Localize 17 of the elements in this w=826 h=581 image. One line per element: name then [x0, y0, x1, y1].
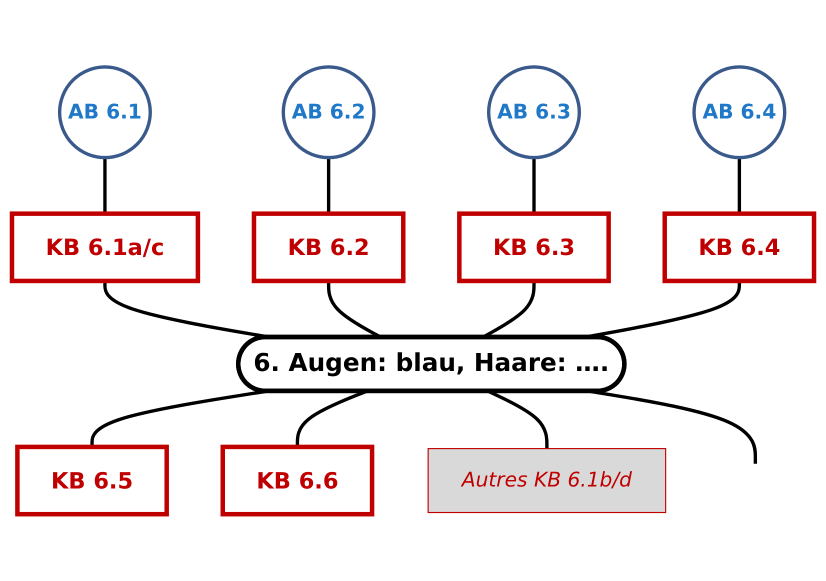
node-box [457, 211, 611, 284]
node-box [252, 211, 406, 284]
connector [590, 390, 758, 464]
node-circle [692, 65, 786, 160]
connector [103, 158, 107, 214]
node-box [662, 211, 816, 284]
connector [326, 158, 330, 214]
node-circle [282, 65, 376, 160]
connector [532, 158, 536, 214]
node-box [15, 444, 169, 516]
node-box [428, 448, 666, 513]
node-box [220, 444, 374, 516]
node-circle [487, 65, 581, 160]
node-circle [58, 65, 152, 160]
connector [90, 390, 266, 447]
node-box [10, 211, 200, 284]
connector [738, 158, 742, 214]
